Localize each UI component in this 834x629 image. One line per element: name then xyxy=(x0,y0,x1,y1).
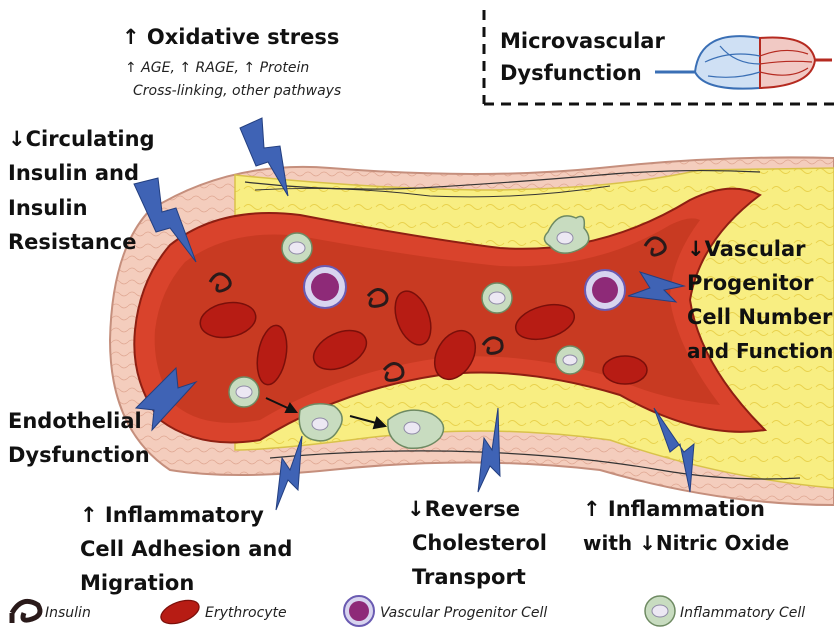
legend-insulin-label: Insulin xyxy=(45,604,91,622)
progenitor-cell-nucleus xyxy=(311,273,339,301)
legend-erythrocyte-label: Erythrocyte xyxy=(205,604,287,622)
insulin-legend-icon xyxy=(12,601,40,623)
inflammation-label-1: ↑ Inflammation xyxy=(583,496,765,523)
inflammatory-label-1: ↑ Inflammatory xyxy=(80,502,264,529)
progenitor-label-3: Cell Number xyxy=(687,304,832,331)
microvascular-label-2: Dysfunction xyxy=(500,60,642,87)
insulin-label-4: Resistance xyxy=(8,229,136,256)
progenitor-legend-icon-nucleus xyxy=(349,601,369,621)
endothelial-label-2: Dysfunction xyxy=(8,442,150,469)
insulin-label-2: Insulin and xyxy=(8,160,139,187)
legend-icons xyxy=(12,596,675,628)
progenitor-cell-nucleus xyxy=(592,277,618,303)
progenitor-label-4: and Function xyxy=(687,338,833,365)
oxidative-stress-detail-2: Cross-linking, other pathways xyxy=(133,81,341,101)
legend-progenitor-label: Vascular Progenitor Cell xyxy=(380,604,547,622)
oxidative-stress-detail-1: ↑ AGE, ↑ RAGE, ↑ Protein xyxy=(125,58,309,78)
inflammatory-label-3: Migration xyxy=(80,570,194,597)
erythrocyte-legend-icon xyxy=(158,596,202,628)
cholesterol-label-2: Cholesterol xyxy=(412,530,547,557)
microvascular-inset xyxy=(484,10,834,104)
microvascular-label-1: Microvascular xyxy=(500,28,665,55)
progenitor-label-2: Progenitor xyxy=(687,270,813,297)
progenitor-label-1: ↓Vascular xyxy=(687,236,806,263)
endothelial-label-1: Endothelial xyxy=(8,408,142,435)
insulin-label-3: Insulin xyxy=(8,195,88,222)
legend-inflammatory-label: Inflammatory Cell xyxy=(680,604,805,622)
cholesterol-label-3: Transport xyxy=(412,564,526,591)
erythrocyte xyxy=(603,356,647,384)
inflammation-label-2: with ↓Nitric Oxide xyxy=(583,530,789,557)
cholesterol-label-1: ↓Reverse xyxy=(407,496,520,523)
capillary-bed-icon xyxy=(655,36,832,89)
insulin-label-1: ↓Circulating xyxy=(8,126,155,153)
oxidative-stress-title: ↑ Oxidative stress xyxy=(122,24,339,51)
inflammatory-label-2: Cell Adhesion and xyxy=(80,536,292,563)
inflammatory-legend-icon-nucleus xyxy=(652,605,668,617)
